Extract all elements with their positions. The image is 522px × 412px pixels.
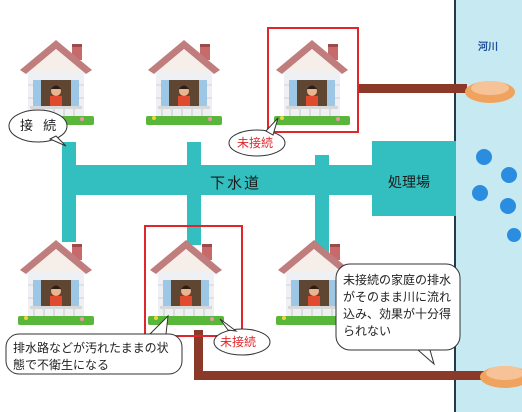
house-top-middle: [145, 39, 223, 126]
dirty-outflow-top: [465, 81, 515, 103]
speech-bubbles: [5, 109, 461, 375]
drain-hygiene-note: 排水路などが汚れたままの状態で不衛生になる: [13, 341, 169, 372]
treatment-plant-label: 処理場: [388, 175, 430, 191]
house-bottom-middle-unconnected: [147, 239, 225, 326]
unconnected-highlight-bottom: [144, 225, 243, 337]
drain-pipe-network: [194, 84, 490, 380]
unconnected-highlight-top: [267, 27, 359, 133]
water-drops: [472, 149, 521, 242]
house-bottom-left: [17, 239, 95, 326]
river-pollution-note: 未接続の家庭の排水がそのまま川に流れ込み、効果が十分得られない: [343, 273, 452, 338]
house-top-right-unconnected: [273, 39, 351, 126]
treatment-plant: [372, 141, 456, 216]
connected-callout: 接 続: [20, 119, 60, 134]
river-label: 河川: [478, 42, 498, 53]
unconnected-callout-top: 未接続: [237, 136, 274, 150]
unconnected-callout-bottom: 未接続: [220, 335, 257, 349]
sewer-label: 下水道: [210, 174, 262, 192]
sewer-pipe-network: [62, 142, 372, 260]
